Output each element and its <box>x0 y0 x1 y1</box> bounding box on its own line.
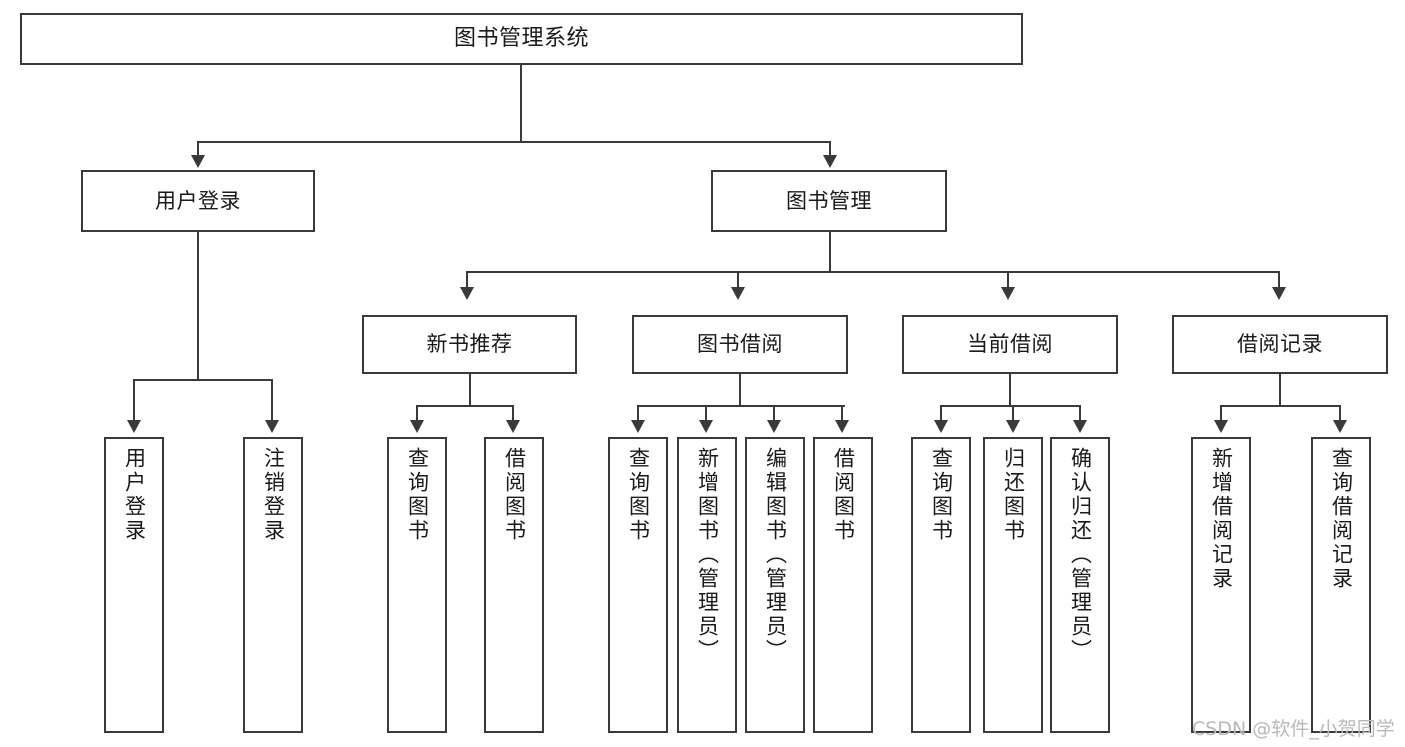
node-label: 新书推荐 <box>426 332 513 357</box>
node-label: 图书借阅 <box>697 332 783 357</box>
node-label: 查询图书 <box>929 447 954 543</box>
node-leaf-query-borrow-record[interactable]: 查询借阅记录 <box>1311 437 1371 733</box>
arrowhead-new-book-rec <box>460 287 474 300</box>
node-new-book-recommend[interactable]: 新书推荐 <box>362 315 577 374</box>
node-label: 归还图书 <box>1001 447 1026 543</box>
connector-new-book-bus <box>416 405 514 407</box>
node-label: 新增借阅记录 <box>1209 447 1234 591</box>
node-book-manage[interactable]: 图书管理 <box>711 170 947 232</box>
connector-level1-drop-right <box>829 141 831 158</box>
arrowhead-leaf-edit-book <box>767 420 781 433</box>
connector-book-borrow-stem <box>739 374 741 406</box>
node-leaf-query-book-2[interactable]: 查询图书 <box>608 437 668 733</box>
node-label: 查询借阅记录 <box>1329 447 1354 591</box>
connector-user-login-bus <box>133 379 273 381</box>
arrowhead-leaf-borrow-book-2 <box>835 420 849 433</box>
connector-current-borrow-drop-1 <box>940 405 942 422</box>
node-label: 当前借阅 <box>967 332 1053 357</box>
node-root-system[interactable]: 图书管理系统 <box>20 13 1023 65</box>
node-label: 查询图书 <box>626 447 651 543</box>
arrowhead-leaf-add-book <box>699 420 713 433</box>
connector-book-borrow-drop-1 <box>637 405 639 422</box>
node-leaf-borrow-book-1[interactable]: 借阅图书 <box>484 437 544 733</box>
node-leaf-user-login[interactable]: 用户登录 <box>104 437 164 733</box>
node-book-borrow[interactable]: 图书借阅 <box>632 315 848 374</box>
connector-level2-drop-2 <box>737 271 739 289</box>
connector-level2-bus <box>466 271 1280 273</box>
node-leaf-return-book[interactable]: 归还图书 <box>983 437 1043 733</box>
node-leaf-query-book-3[interactable]: 查询图书 <box>911 437 971 733</box>
connector-current-borrow-drop-3 <box>1079 405 1081 422</box>
node-leaf-add-borrow-record[interactable]: 新增借阅记录 <box>1191 437 1251 733</box>
connector-level2-drop-4 <box>1278 271 1280 289</box>
node-label: 新增图书（管理员） <box>695 447 720 663</box>
arrowhead-leaf-return-book <box>1006 420 1020 433</box>
node-label: 用户登录 <box>122 447 147 543</box>
connector-current-borrow-drop-2 <box>1012 405 1014 422</box>
connector-level1-bus <box>197 141 831 143</box>
connector-new-book-drop-2 <box>512 405 514 422</box>
arrowhead-current-borrow <box>1001 287 1015 300</box>
node-leaf-user-logout[interactable]: 注销登录 <box>243 437 303 733</box>
connector-level2-drop-3 <box>1007 271 1009 289</box>
node-label: 编辑图书（管理员） <box>763 447 788 663</box>
connector-borrow-record-stem <box>1279 374 1281 406</box>
connector-user-login-drop-1 <box>133 379 135 422</box>
node-label: 图书管理系统 <box>453 26 589 52</box>
connector-book-borrow-drop-3 <box>773 405 775 422</box>
connector-borrow-record-bus <box>1220 405 1341 407</box>
node-label: 借阅记录 <box>1237 332 1323 357</box>
arrowhead-leaf-borrow-book-1 <box>506 420 520 433</box>
node-label: 图书管理 <box>786 188 872 213</box>
connector-level2-drop-1 <box>466 271 468 289</box>
arrowhead-leaf-add-record <box>1214 420 1228 433</box>
node-borrow-record[interactable]: 借阅记录 <box>1172 315 1388 374</box>
node-label: 确认归还（管理员） <box>1068 447 1093 663</box>
arrowhead-leaf-user-login <box>127 420 141 433</box>
connector-user-login-stem <box>197 232 199 380</box>
node-leaf-query-book-1[interactable]: 查询图书 <box>387 437 447 733</box>
arrowhead-leaf-confirm-return <box>1073 420 1087 433</box>
connector-new-book-drop-1 <box>416 405 418 422</box>
connector-borrow-record-drop-1 <box>1220 405 1222 422</box>
arrowhead-leaf-query-book-3 <box>934 420 948 433</box>
arrowhead-leaf-user-logout <box>265 420 279 433</box>
node-leaf-add-book[interactable]: 新增图书（管理员） <box>677 437 737 733</box>
arrowhead-book-manage <box>823 155 837 168</box>
node-label: 借阅图书 <box>502 447 527 543</box>
connector-book-borrow-drop-4 <box>841 405 843 422</box>
node-label: 注销登录 <box>261 447 286 543</box>
node-current-borrow[interactable]: 当前借阅 <box>902 315 1118 374</box>
arrowhead-leaf-query-record <box>1333 420 1347 433</box>
connector-book-manage-stem <box>829 232 831 272</box>
connector-level1-drop-left <box>197 141 199 158</box>
connector-root-stem <box>520 65 522 142</box>
connector-book-borrow-bus <box>637 405 845 407</box>
arrowhead-leaf-query-book-1 <box>410 420 424 433</box>
connector-current-borrow-bus <box>940 405 1081 407</box>
connector-book-borrow-drop-2 <box>705 405 707 422</box>
node-leaf-edit-book[interactable]: 编辑图书（管理员） <box>745 437 805 733</box>
connector-user-login-drop-2 <box>271 379 273 422</box>
node-user-login[interactable]: 用户登录 <box>81 170 315 232</box>
node-label: 借阅图书 <box>831 447 856 543</box>
connector-new-book-stem <box>469 374 471 406</box>
connector-current-borrow-stem <box>1009 374 1011 406</box>
arrowhead-user-login <box>191 155 205 168</box>
arrowhead-leaf-query-book-2 <box>631 420 645 433</box>
arrowhead-borrow-record <box>1272 287 1286 300</box>
node-leaf-borrow-book-2[interactable]: 借阅图书 <box>813 437 873 733</box>
arrowhead-book-borrow <box>731 287 745 300</box>
node-label: 用户登录 <box>155 188 241 213</box>
node-label: 查询图书 <box>405 447 430 543</box>
connector-borrow-record-drop-2 <box>1339 405 1341 422</box>
node-leaf-confirm-return[interactable]: 确认归还（管理员） <box>1050 437 1110 733</box>
